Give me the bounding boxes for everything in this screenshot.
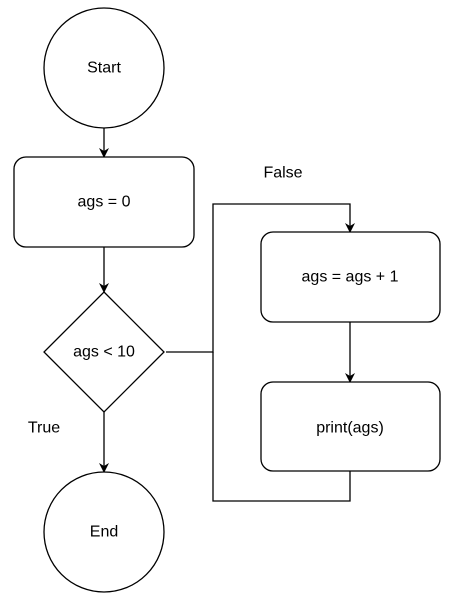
increment-node: ags = ags + 1 [260,231,441,323]
condition-node: ags < 10 [43,291,165,413]
increment-label: ags = ags + 1 [302,269,399,286]
start-node: Start [43,7,165,129]
false-label: False [263,165,302,182]
end-label: End [90,524,118,541]
edge-condition-to-increment-false [166,203,355,353]
true-label: True [28,420,60,437]
edge-print-loop-back [212,352,351,502]
start-label: Start [87,60,121,77]
condition-label: ags < 10 [73,344,135,361]
end-node: End [43,471,165,593]
init-node: ags = 0 [13,156,195,248]
print-node: print(ags) [260,381,441,472]
print-label: print(ags) [316,420,384,437]
init-label: ags = 0 [78,194,131,211]
